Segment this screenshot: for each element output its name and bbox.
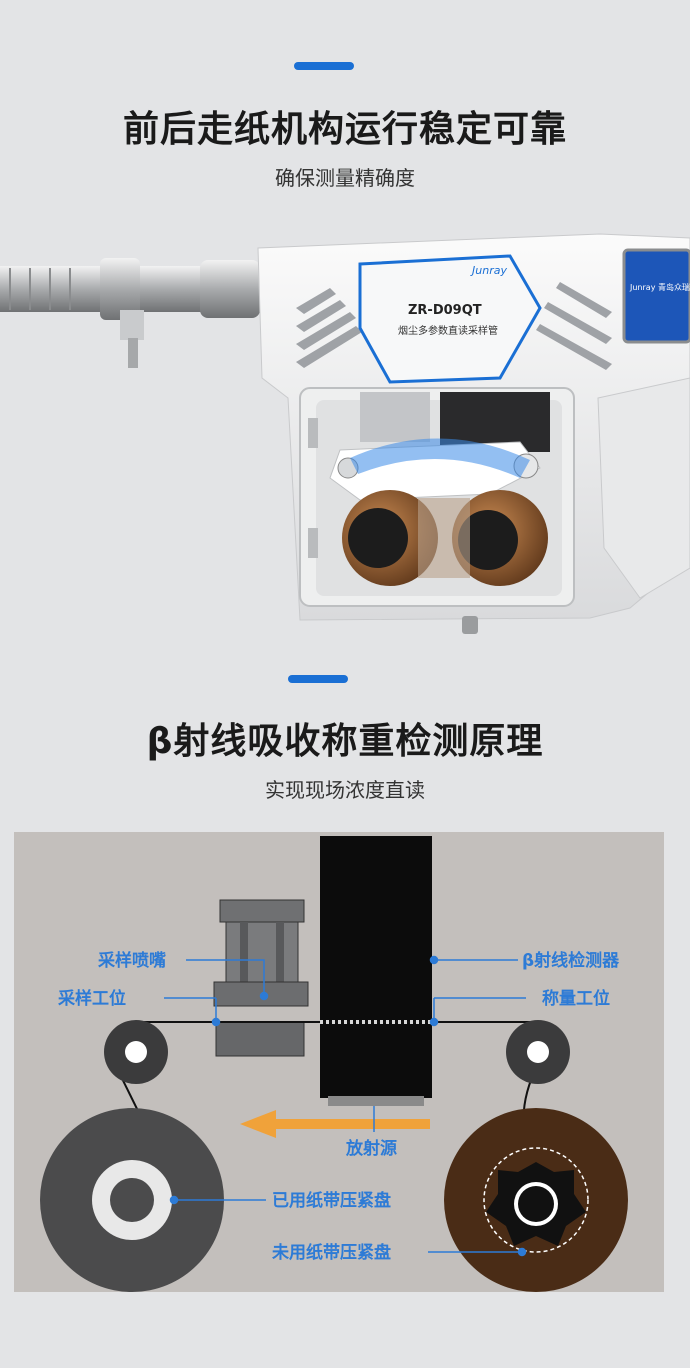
probe-tube (0, 258, 270, 368)
tape-direction-arrow (240, 1110, 430, 1138)
label-unused-tape-disc: 未用纸带压紧盘 (271, 1242, 391, 1263)
section2-title: β射线吸收称重检测原理 (146, 721, 544, 762)
front-label-panel (358, 254, 542, 384)
left-guide-roller (104, 1020, 168, 1084)
beta-detector (320, 836, 432, 1098)
label-radiation-source: 放射源 (345, 1138, 397, 1159)
label-used-tape-disc: 已用纸带压紧盘 (272, 1190, 391, 1211)
label-sampling-nozzle: 采样喷嘴 (97, 950, 166, 971)
right-guide-roller (506, 1020, 570, 1084)
label-sampling-station: 采样工位 (57, 988, 126, 1009)
device-body: Junray ZR-D09QT 烟尘多参数直读采样管 Junray 青岛众瑞 (257, 233, 690, 634)
section1-subtitle: 确保测量精确度 (275, 166, 415, 190)
sampling-base (215, 1021, 305, 1057)
sampler-device-illustration: Junray ZR-D09QT 烟尘多参数直读采样管 Junray 青岛众瑞 (0, 233, 690, 634)
sampling-nozzle (213, 899, 309, 1007)
used-tape-disc (40, 1108, 224, 1292)
unused-tape-disc (444, 1108, 628, 1292)
label-beta-detector: β射线检测器 (522, 950, 620, 971)
section1-title: 前后走纸机构运行稳定可靠 (122, 109, 567, 150)
label-weighing-station: 称量工位 (542, 988, 610, 1009)
brand-logo: Junray (470, 264, 507, 277)
screen-brand: Junray 青岛众瑞 (629, 282, 690, 292)
section2-accent-bar (288, 675, 348, 683)
beta-ray-principle-diagram: 采样喷嘴 采样工位 β射线检测器 称量工位 放射源 已用纸带压紧盘 未用纸带压紧… (14, 832, 664, 1292)
radiation-source (328, 1096, 424, 1106)
section1-accent-bar (294, 62, 354, 70)
section2-subtitle: 实现现场浓度直读 (265, 778, 425, 802)
device-screen (622, 248, 690, 344)
product-name: 烟尘多参数直读采样管 (398, 324, 498, 337)
model-number: ZR-D09QT (408, 303, 482, 318)
